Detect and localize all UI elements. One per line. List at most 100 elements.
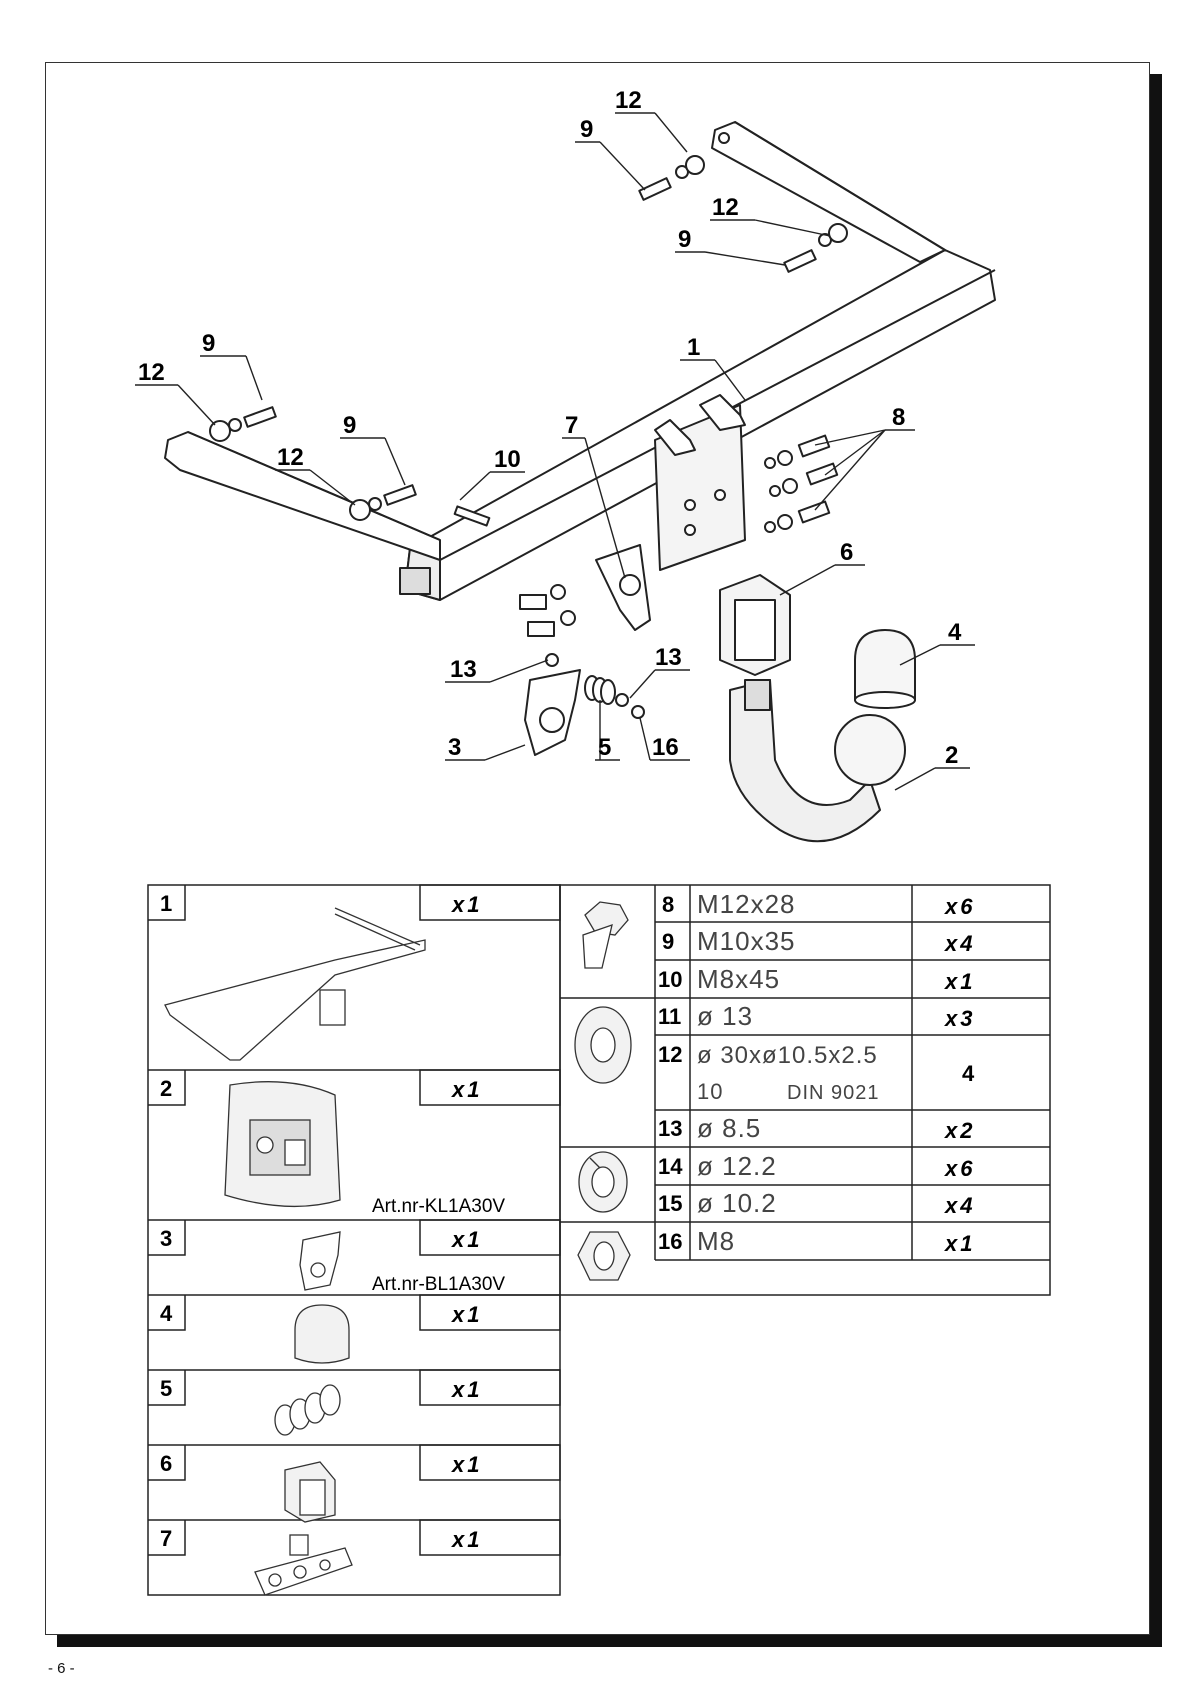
qty-prefix: x (944, 894, 958, 919)
svg-text:x6: x6 (944, 894, 973, 919)
spring-thumbnail (274, 1384, 341, 1436)
tow-bar-frame (164, 121, 996, 601)
part-spec-line2: 10 (697, 1079, 723, 1104)
part-number: 8 (662, 892, 674, 917)
qty-prefix: x (451, 1527, 465, 1552)
qty-prefix: x (944, 1006, 958, 1031)
callout-9: 9 (343, 412, 356, 439)
parts-table-left (147, 884, 561, 1596)
qty-prefix: x (944, 1193, 958, 1218)
tow-ball-box-thumbnail (224, 1081, 341, 1208)
part-number: 12 (658, 1042, 682, 1067)
callout-16: 16 (652, 734, 679, 761)
part-number: 10 (658, 967, 682, 992)
quantity: 3 (960, 1006, 972, 1031)
quantity: 1 (960, 1231, 972, 1256)
quantity: 1 (467, 1377, 479, 1402)
ball-cap (854, 629, 916, 709)
part-number: 7 (160, 1526, 172, 1551)
svg-text:x2: x2 (944, 1118, 973, 1143)
part-number: 14 (658, 1154, 683, 1179)
part-spec: M8x45 (697, 964, 780, 994)
callout-12: 12 (277, 444, 304, 471)
part-number: 3 (160, 1226, 172, 1251)
callout-9: 9 (580, 116, 593, 143)
callout-12: 12 (615, 87, 642, 114)
bolt-group-right (764, 434, 839, 533)
svg-text:x3: x3 (944, 1006, 973, 1031)
callout-12: 12 (712, 194, 739, 221)
svg-text:x1: x1 (451, 1527, 480, 1552)
tow-ball-neck (729, 679, 906, 843)
part-spec: ø 30xø10.5x2.5 (697, 1042, 878, 1069)
quantity: 1 (467, 892, 479, 917)
callout-12: 12 (138, 359, 165, 386)
article-number: Art.nr-BL1A30V (372, 1274, 505, 1295)
part-number: 1 (160, 891, 172, 916)
qty-prefix: x (944, 1156, 958, 1181)
part-number: 16 (658, 1229, 682, 1254)
part-spec: ø 12.2 (697, 1151, 777, 1181)
nut-icon (577, 1231, 631, 1281)
spring-washer-icon (578, 1151, 628, 1213)
part-spec: M8 (697, 1226, 735, 1256)
qty-prefix: x (944, 969, 958, 994)
quantity: 1 (960, 969, 972, 994)
qty-prefix: x (944, 1118, 958, 1143)
quantity: 1 (467, 1227, 479, 1252)
quantity: 1 (467, 1527, 479, 1552)
qty-prefix: x (451, 1452, 465, 1477)
svg-text:x1: x1 (451, 1302, 480, 1327)
callout-13: 13 (450, 656, 477, 683)
page-frame (45, 62, 1150, 1635)
quantity: 4 (962, 1061, 975, 1086)
svg-text:x1: x1 (451, 1377, 480, 1402)
callout-1: 1 (687, 334, 700, 361)
qty-prefix: x (451, 1302, 465, 1327)
svg-text:x4: x4 (944, 931, 973, 956)
part-number: 5 (160, 1376, 172, 1401)
svg-text:x1: x1 (451, 892, 480, 917)
callout-6: 6 (840, 539, 853, 566)
spring (584, 675, 616, 705)
callout-4: 4 (948, 619, 962, 646)
ball-cap-thumbnail (294, 1304, 350, 1364)
parts-table-right (559, 884, 1051, 1296)
part-number: 11 (658, 1004, 681, 1029)
svg-text:x6: x6 (944, 1156, 973, 1181)
part-spec: ø 10.2 (697, 1188, 777, 1218)
qty-prefix: x (451, 1077, 465, 1102)
callout-2: 2 (945, 742, 958, 769)
quantity: 1 (467, 1077, 479, 1102)
quantity: 1 (467, 1302, 479, 1327)
part-spec: ø 13 (697, 1001, 753, 1031)
quantity: 6 (960, 1156, 973, 1181)
callout-9: 9 (202, 330, 215, 357)
socket-holder (719, 574, 791, 676)
part-spec: M12x28 (697, 889, 796, 919)
part-spec: ø 8.5 (697, 1113, 761, 1143)
qty-prefix: x (451, 1227, 465, 1252)
qty-prefix: x (944, 931, 958, 956)
svg-text:x1: x1 (451, 1227, 480, 1252)
part-number: 4 (160, 1301, 173, 1326)
callout-9: 9 (678, 226, 691, 253)
callout-3: 3 (448, 734, 461, 761)
svg-text:x1: x1 (451, 1452, 480, 1477)
part-thumbnails (164, 907, 426, 1596)
fixing-plate-thumbnail (299, 1231, 341, 1291)
quantity: 1 (467, 1452, 479, 1477)
qty-prefix: x (944, 1231, 958, 1256)
part-number: 6 (160, 1451, 172, 1476)
tow-bar-thumbnail (164, 907, 426, 1061)
callout-8: 8 (892, 404, 905, 431)
quantity: 2 (959, 1118, 973, 1143)
svg-text:x4: x4 (944, 1193, 973, 1218)
quantity: 4 (959, 1193, 972, 1218)
qty-prefix: x (451, 892, 465, 917)
svg-text:x1: x1 (944, 1231, 973, 1256)
page-number: - 6 - (48, 1660, 75, 1677)
bracket-thumbnail (254, 1534, 353, 1596)
qty-prefix: x (451, 1377, 465, 1402)
